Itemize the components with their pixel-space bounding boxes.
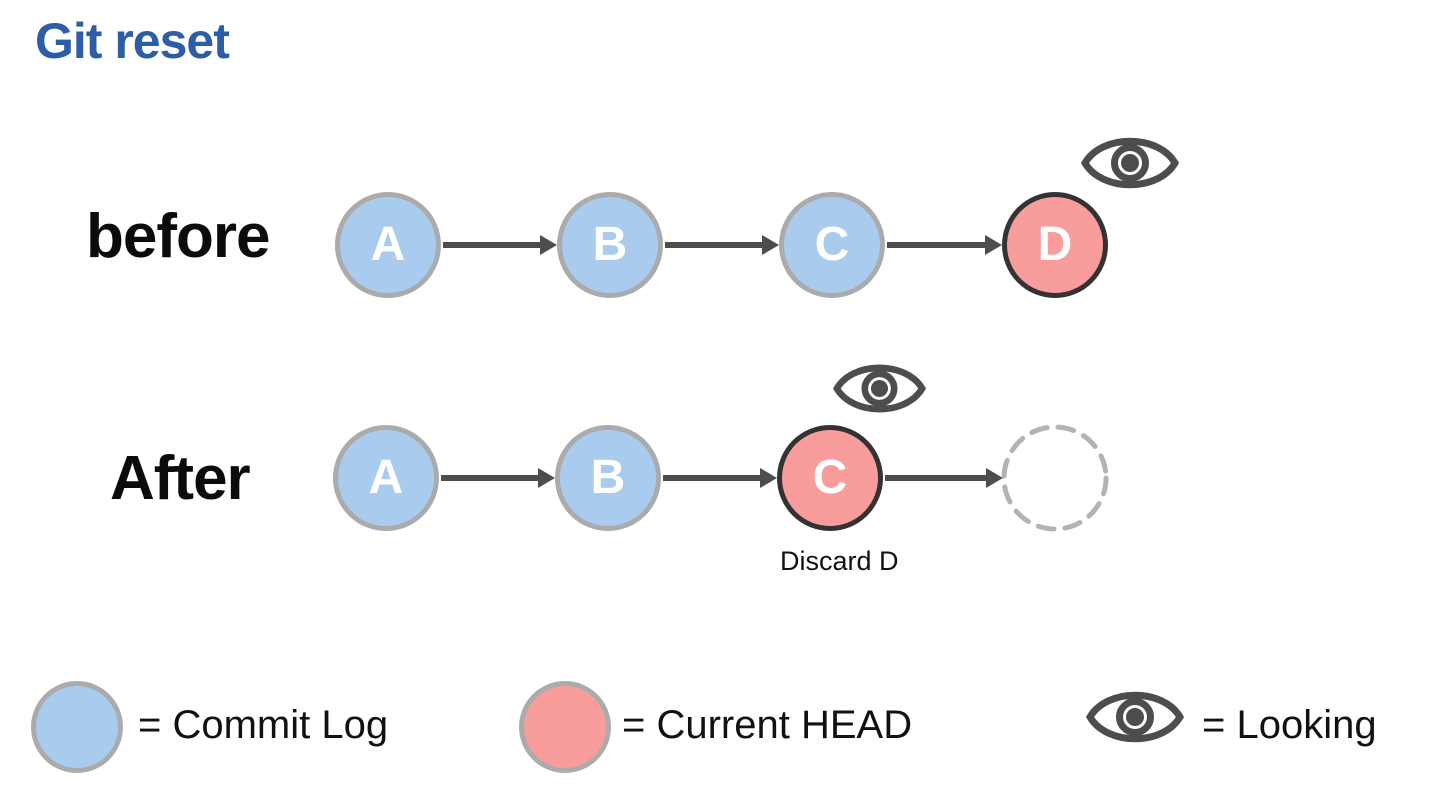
node-letter: B [592,218,628,271]
commit-node-a-after: A [333,425,439,531]
arrow-head [538,468,555,488]
arrow-line [887,242,985,248]
eye-outline [1080,137,1180,189]
legend-looking-label: = Looking [1202,703,1377,747]
legend-head-label: = Current HEAD [622,703,913,747]
commit-node-a-before: A [335,192,441,298]
arrow-head [760,468,777,488]
arrow-head [986,468,1003,488]
head-node-d-before: D [1002,192,1108,298]
after-row-label: After [110,444,251,513]
arrow-line [885,475,986,481]
arrow-line [665,242,762,248]
dashed-circle [1001,424,1109,532]
arrow-line [441,475,538,481]
eye-outline [832,364,927,413]
node-letter: D [1037,218,1073,271]
commit-node-b-before: B [557,192,663,298]
eye-icon [1080,137,1180,189]
before-row-label: before [86,202,270,271]
head-node-c-after: C [777,425,883,531]
discarded-node-placeholder [1001,424,1109,532]
arrow-head [540,235,557,255]
page-title: Git reset [35,13,230,69]
arrow-c-d-before [887,234,1002,256]
eye-icon [1085,691,1185,743]
commit-node-c-before: C [779,192,885,298]
node-letter: B [590,451,626,504]
node-letter: A [370,218,406,271]
commit-node-b-after: B [555,425,661,531]
node-letter: A [368,451,404,504]
discard-note: Discard D [780,546,899,576]
node-letter: C [814,218,850,271]
eye-outline [1085,691,1185,743]
legend-commit-swatch [31,681,123,773]
arrow-b-c-before [665,234,779,256]
arrow-a-b-after [441,467,555,489]
eye-pupil [1126,708,1144,726]
arrow-a-b-before [443,234,557,256]
eye-iris [1111,144,1149,182]
arrow-head [762,235,779,255]
eye-iris [861,370,898,407]
node-letter: C [812,451,848,504]
arrow-b-c-after [663,467,777,489]
legend-commit-label: = Commit Log [138,703,389,747]
eye-pupil [1121,154,1139,172]
eye-iris [1116,698,1154,736]
arrow-line [663,475,760,481]
legend-head-swatch [519,681,611,773]
eye-pupil [870,379,889,398]
arrow-head [985,235,1002,255]
eye-icon [832,364,927,413]
arrow-line [443,242,540,248]
arrow-c-ghost-after [885,467,1003,489]
